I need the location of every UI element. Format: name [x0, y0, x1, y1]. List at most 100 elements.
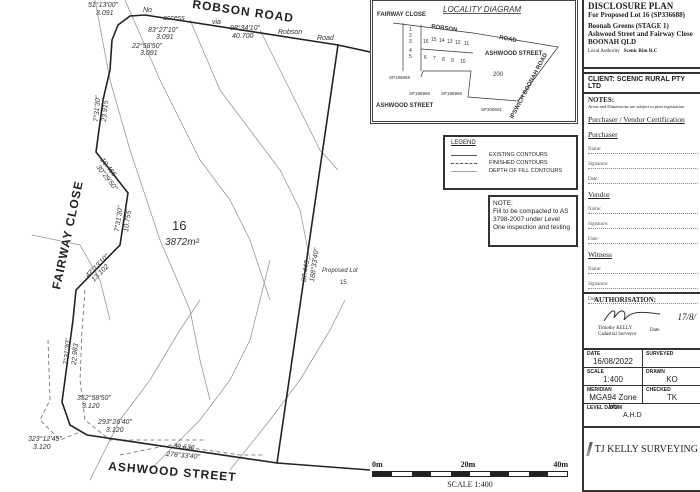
- ashwood-street-label: ASHWOOD STREET: [108, 459, 237, 484]
- distance: 3.091: [156, 34, 174, 41]
- surveyor-role: Cadastral Surveyor: [598, 332, 637, 337]
- plan-subtitle: For Proposed Lot 16 (SP336688): [588, 11, 685, 19]
- locality-lot: 8: [442, 57, 445, 63]
- level-datum-value: A.H.D: [623, 412, 642, 419]
- certification-heading: Purchaser / Vendor Certification: [588, 115, 685, 124]
- lot-area: 3872m²: [165, 237, 200, 248]
- legend-item: DEPTH OF FILL CONTOURS: [489, 168, 563, 174]
- level-datum-label: LEVEL DATUM: [587, 405, 623, 411]
- field-label: DATE: [587, 351, 601, 357]
- legend: LEGEND EXISTING CONTOURS FINISHED CONTOU…: [443, 135, 578, 190]
- legend-item: EXISTING CONTOURS: [489, 152, 548, 158]
- locality-lot: 15: [431, 37, 437, 43]
- scale-label: 0m: [372, 460, 383, 469]
- surveyor-signature: [603, 310, 661, 322]
- distance: 22.983: [71, 343, 80, 366]
- survey-plan: ROBSON ROAD FAIRWAY CLOSE ASHWOOD STREET…: [28, 0, 370, 484]
- locality-fairway: FAIRWAY CLOSE: [377, 12, 426, 18]
- authorisation-heading: AUTHORISATION:: [594, 296, 657, 304]
- client: CLIENT: SCENIC RURAL PTY LTD: [584, 72, 700, 94]
- distance: 10.755: [123, 210, 133, 232]
- notes-text: Areas and Dimensions are subject to plan…: [588, 104, 685, 109]
- surveyor-name: Timothy KELLY: [598, 326, 633, 331]
- witness-name-field[interactable]: Name:: [588, 267, 698, 274]
- scale-caption: SCALE 1:400: [447, 480, 493, 489]
- locality-lot: 7: [433, 56, 436, 62]
- distance: 23.915: [101, 100, 110, 123]
- bearing: 22°58'50": [131, 42, 162, 50]
- vendor-name-field[interactable]: Name:: [588, 207, 698, 214]
- note-box: NOTE: Fill to be compacted to AS 3798-20…: [488, 195, 578, 247]
- distance: 3.091: [96, 10, 114, 17]
- legend-title: LEGEND: [451, 140, 476, 146]
- project-town: BOONAH QLD: [588, 38, 637, 46]
- locality-lot: 9: [451, 58, 454, 64]
- robson-road-note: Robson: [278, 29, 302, 36]
- robson-road-label: ROBSON ROAD: [192, 0, 295, 25]
- witness-signature-field[interactable]: Signature:: [588, 282, 698, 289]
- title-block: DISCLOSURE PLAN For Proposed Lot 16 (SP3…: [582, 0, 700, 492]
- date-label: Date: [650, 328, 660, 333]
- purchaser-heading: Purchaser: [588, 130, 618, 139]
- no-access-label: No: [143, 7, 152, 14]
- distance: 87.443: [301, 260, 311, 282]
- locality-road: ROAD: [499, 35, 518, 44]
- locality-ashwood: ASHWOOD STREET: [485, 51, 543, 57]
- vendor-date-field[interactable]: Date:: [588, 237, 698, 244]
- scale-bar: 0m 20m 40m SCALE 1:400: [372, 460, 568, 489]
- bearing: 278°33'40": [165, 450, 201, 461]
- locality-lot: 12: [455, 40, 461, 46]
- field-value: 16/08/2022: [592, 357, 634, 366]
- plan-heading: DISCLOSURE PLAN: [588, 1, 674, 11]
- company-logo-icon: [586, 442, 593, 456]
- field-value: 1:400: [602, 375, 624, 384]
- fairway-close-label: FAIRWAY CLOSE: [49, 179, 86, 290]
- locality-lot-200: 200: [493, 72, 504, 78]
- company-logo: TJ KELLY SURVEYING: [584, 428, 700, 456]
- bearing: 293°26'40": [97, 418, 132, 426]
- bearing: 7°31'30": [113, 205, 125, 232]
- finished-contour-swatch: [451, 163, 477, 164]
- field-value: TK: [666, 393, 678, 402]
- lot-16-boundary: [61, 14, 339, 464]
- locality-lot: 2: [409, 33, 412, 39]
- purchaser-signature-field[interactable]: Signature:: [588, 162, 698, 169]
- locality-robson: ROBSON: [431, 24, 458, 34]
- no-access-label: access: [163, 15, 185, 22]
- scale-label: 40m: [553, 460, 568, 469]
- field-label: CHECKED: [646, 387, 671, 393]
- project-street: Ashwood Street and Fairway Close: [588, 30, 693, 38]
- signature-date: 17/8/: [677, 312, 696, 322]
- field-value: MGA94 Zone 56: [589, 393, 637, 411]
- bearing: 323°12'45": [28, 435, 62, 443]
- locality-sp: SP186969: [389, 75, 411, 80]
- existing-contour-swatch: [451, 155, 477, 156]
- locality-lot: 10: [460, 59, 466, 65]
- fill-contour-swatch: [451, 171, 477, 172]
- field-label: SURVEYED: [646, 351, 674, 357]
- locality-diagram: LOCALITY DIAGRAM FAIRWAY CLOSE ROBSON RO…: [370, 0, 578, 124]
- purchaser-date-field[interactable]: Date:: [588, 177, 698, 184]
- vendor-heading: Vendor: [588, 190, 610, 199]
- locality-lot: 1: [409, 27, 412, 33]
- legend-item: FINISHED CONTOURS: [489, 160, 548, 166]
- bearings: 51°13'00"3.091 83°27'10"3.091 22°58'50"3…: [28, 1, 321, 461]
- bearing: 51°13'00": [88, 1, 118, 9]
- vendor-signature-field[interactable]: Signature:: [588, 222, 698, 229]
- field-label: MERIDIAN: [587, 387, 612, 393]
- locality-title: LOCALITY DIAGRAM: [443, 5, 521, 14]
- company-name: TJ KELLY SURVEYING: [594, 443, 698, 455]
- bearing: 98°34'10": [230, 24, 260, 32]
- distance: 3.120: [82, 403, 100, 410]
- proposed-lot-label: Proposed Lot: [322, 268, 358, 274]
- locality-ashwood-2: ASHWOOD STREET: [376, 103, 434, 109]
- locality-sp: SP186969: [409, 91, 431, 96]
- purchaser-name-field[interactable]: Name:: [588, 147, 698, 154]
- locality-sp: SP186969: [441, 91, 463, 96]
- lot-number: 16: [172, 218, 186, 233]
- field-label: DRAWN: [646, 369, 665, 375]
- witness-date-field[interactable]: Date:: [588, 297, 698, 304]
- robson-road-note: Road: [317, 35, 335, 42]
- locality-lot: 6: [424, 55, 427, 61]
- authority-value: Scenic Rim R.C: [623, 49, 658, 54]
